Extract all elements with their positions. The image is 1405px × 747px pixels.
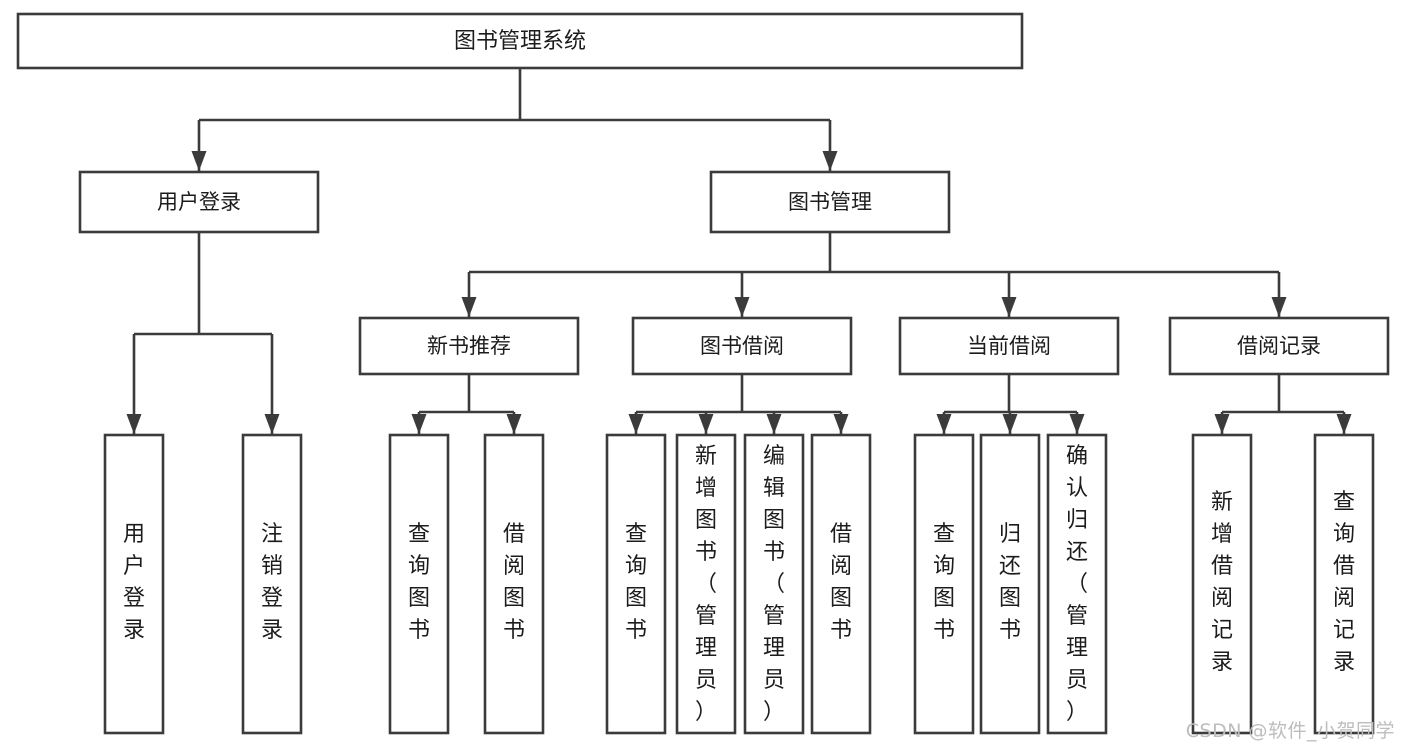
leaf-node-leaf-add-record[interactable]: 新增借阅记录 bbox=[1191, 433, 1253, 735]
leaf-node-leaf-borrow-book-1[interactable]: 借阅图书 bbox=[483, 433, 545, 735]
leaf-node-leaf-query-record[interactable]: 查询借阅记录 bbox=[1313, 433, 1375, 735]
node-label-book-borrow: 图书借阅 bbox=[700, 334, 784, 358]
leaf-label-leaf-edit-book-admin: 编辑图书（管理员） bbox=[763, 444, 785, 725]
arrow-head-icon-leaf-query-book-3 bbox=[936, 414, 952, 434]
leaf-node-leaf-borrow-book-2[interactable]: 借阅图书 bbox=[810, 433, 872, 735]
node-layer: 图书管理系统用户登录图书管理新书推荐图书借阅当前借阅借阅记录用户登录注销登录查询… bbox=[16, 12, 1390, 735]
level1-node-user-login[interactable]: 用户登录 bbox=[78, 170, 320, 234]
arrow-head-icon-leaf-return-book bbox=[1002, 414, 1018, 434]
leaf-node-leaf-query-book-2[interactable]: 查询图书 bbox=[605, 433, 667, 735]
node-box-leaf-borrow-book-1[interactable] bbox=[483, 433, 545, 735]
node-box-leaf-borrow-book-2[interactable] bbox=[810, 433, 872, 735]
csdn-watermark: CSDN @软件_小贺同学 bbox=[1185, 720, 1395, 742]
leaf-label-leaf-add-book-admin: 新增图书（管理员） bbox=[695, 444, 717, 725]
arrow-head-icon-leaf-borrow-book-1 bbox=[506, 414, 522, 434]
arrow-head-icon-borrow-record bbox=[1271, 297, 1287, 317]
level2-node-current-borrow[interactable]: 当前借阅 bbox=[898, 316, 1120, 376]
leaf-node-leaf-confirm-return-admin[interactable]: 确认归还（管理员） bbox=[1046, 433, 1108, 735]
arrow-head-icon-book-manage bbox=[822, 151, 838, 171]
node-box-root[interactable] bbox=[16, 12, 1024, 70]
leaf-label-leaf-query-book-2: 查询图书 bbox=[625, 522, 647, 643]
leaf-node-leaf-return-book[interactable]: 归还图书 bbox=[979, 433, 1041, 735]
node-label-borrow-record: 借阅记录 bbox=[1237, 334, 1321, 358]
leaf-label-leaf-borrow-book-1: 借阅图书 bbox=[503, 522, 525, 643]
leaf-node-leaf-add-book-admin[interactable]: 新增图书（管理员） bbox=[675, 433, 737, 735]
node-box-leaf-user-login[interactable] bbox=[103, 433, 165, 735]
level2-node-borrow-record[interactable]: 借阅记录 bbox=[1168, 316, 1390, 376]
node-box-new-book-recommend[interactable] bbox=[358, 316, 580, 376]
arrow-head-icon-leaf-add-book-admin bbox=[698, 414, 714, 434]
node-box-leaf-query-record[interactable] bbox=[1313, 433, 1375, 735]
arrow-head-icon-user-login bbox=[191, 151, 207, 171]
leaf-label-leaf-query-book-3: 查询图书 bbox=[933, 522, 955, 643]
leaf-label-leaf-add-record: 新增借阅记录 bbox=[1211, 490, 1233, 675]
arrow-head-icon-leaf-user-login bbox=[126, 414, 142, 434]
leaf-node-leaf-query-book-3[interactable]: 查询图书 bbox=[913, 433, 975, 735]
leaf-label-leaf-user-logout: 注销登录 bbox=[261, 522, 283, 643]
node-label-new-book-recommend: 新书推荐 bbox=[427, 334, 511, 358]
node-box-book-manage[interactable] bbox=[709, 170, 951, 234]
node-box-leaf-user-logout[interactable] bbox=[241, 433, 303, 735]
node-box-leaf-query-book-2[interactable] bbox=[605, 433, 667, 735]
arrow-head-icon-leaf-query-record bbox=[1336, 414, 1352, 434]
node-label-current-borrow: 当前借阅 bbox=[967, 334, 1051, 358]
node-box-user-login[interactable] bbox=[78, 170, 320, 234]
node-box-book-borrow[interactable] bbox=[631, 316, 853, 376]
leaf-node-leaf-edit-book-admin[interactable]: 编辑图书（管理员） bbox=[743, 433, 805, 735]
leaf-node-leaf-query-book-1[interactable]: 查询图书 bbox=[388, 433, 450, 735]
leaf-label-leaf-user-login: 用户登录 bbox=[123, 522, 145, 643]
node-box-current-borrow[interactable] bbox=[898, 316, 1120, 376]
arrow-head-icon-new-book-recommend bbox=[461, 297, 477, 317]
node-box-leaf-edit-book-admin[interactable] bbox=[743, 433, 805, 735]
leaf-node-leaf-user-logout[interactable]: 注销登录 bbox=[241, 433, 303, 735]
leaf-label-leaf-confirm-return-admin: 确认归还（管理员） bbox=[1066, 444, 1088, 725]
node-label-root: 图书管理系统 bbox=[454, 29, 586, 54]
leaf-label-leaf-query-book-1: 查询图书 bbox=[408, 522, 430, 643]
level1-node-book-manage[interactable]: 图书管理 bbox=[709, 170, 951, 234]
leaf-label-leaf-borrow-book-2: 借阅图书 bbox=[830, 522, 852, 643]
level2-node-new-book-recommend[interactable]: 新书推荐 bbox=[358, 316, 580, 376]
root-node-root[interactable]: 图书管理系统 bbox=[16, 12, 1024, 70]
node-box-leaf-query-book-1[interactable] bbox=[388, 433, 450, 735]
node-box-leaf-confirm-return-admin[interactable] bbox=[1046, 433, 1108, 735]
node-box-leaf-return-book[interactable] bbox=[979, 433, 1041, 735]
arrow-head-icon-leaf-borrow-book-2 bbox=[833, 414, 849, 434]
leaf-label-leaf-query-record: 查询借阅记录 bbox=[1333, 490, 1355, 675]
arrow-head-icon-leaf-query-book-2 bbox=[628, 414, 644, 434]
arrow-head-icon-leaf-confirm-return-admin bbox=[1069, 414, 1085, 434]
leaf-label-leaf-return-book: 归还图书 bbox=[999, 522, 1021, 643]
node-box-leaf-query-book-3[interactable] bbox=[913, 433, 975, 735]
arrow-head-icon-leaf-query-book-1 bbox=[411, 414, 427, 434]
arrow-head-icon-leaf-user-logout bbox=[264, 414, 280, 434]
arrow-head-icon-leaf-add-record bbox=[1214, 414, 1230, 434]
node-label-user-login: 用户登录 bbox=[157, 190, 241, 214]
node-box-borrow-record[interactable] bbox=[1168, 316, 1390, 376]
node-box-leaf-add-book-admin[interactable] bbox=[675, 433, 737, 735]
arrow-head-icon-current-borrow bbox=[1001, 297, 1017, 317]
level2-node-book-borrow[interactable]: 图书借阅 bbox=[631, 316, 853, 376]
connector-layer bbox=[126, 68, 1352, 434]
leaf-node-leaf-user-login[interactable]: 用户登录 bbox=[103, 433, 165, 735]
node-box-leaf-add-record[interactable] bbox=[1191, 433, 1253, 735]
arrow-head-icon-book-borrow bbox=[734, 297, 750, 317]
arrow-head-icon-leaf-edit-book-admin bbox=[766, 414, 782, 434]
node-label-book-manage: 图书管理 bbox=[788, 190, 872, 214]
